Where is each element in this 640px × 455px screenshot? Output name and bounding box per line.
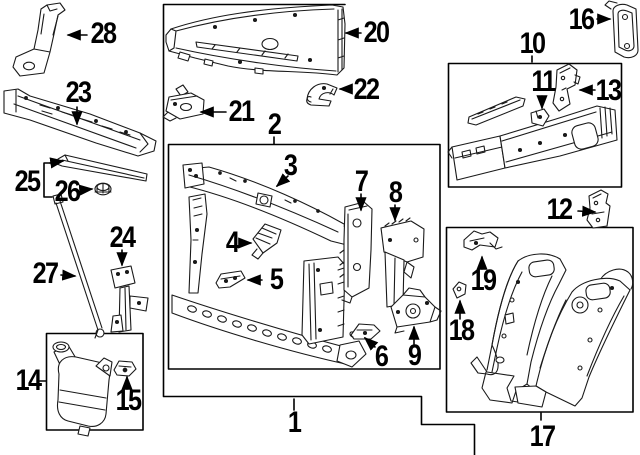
- assembly-box-14-outline: [45, 332, 144, 431]
- callout-3-label[interactable]: 3: [283, 149, 298, 182]
- callout-leaders: [39, 55, 542, 421]
- part-17-pillar-right-sketch: [514, 268, 634, 408]
- part-11-sketch: [530, 108, 550, 127]
- assembly-box-1-outline: [162, 3, 476, 455]
- callout-8-label[interactable]: 8: [388, 176, 403, 209]
- callout-4-label[interactable]: 4: [225, 226, 240, 259]
- part-13-sketch: [552, 63, 581, 112]
- callout-25-label[interactable]: 25: [14, 165, 41, 198]
- part-24-sketch: [110, 265, 149, 333]
- callout-6-arrow: [363, 336, 379, 351]
- part-28-sketch: [12, 2, 66, 77]
- callout-7-label[interactable]: 7: [354, 165, 369, 198]
- callout-17-label[interactable]: 17: [529, 420, 556, 453]
- callout-19-label[interactable]: 19: [470, 264, 497, 297]
- callout-20-label[interactable]: 20: [363, 16, 390, 49]
- part-5-sketch: [215, 270, 246, 289]
- part-12-sketch: [586, 189, 611, 229]
- callout-6-label[interactable]: 6: [374, 340, 389, 373]
- part-2-frame-sketch: [171, 193, 367, 368]
- part-15-sketch: [113, 360, 137, 377]
- part-3-sketch: [182, 162, 357, 246]
- part-17-pillar-left-sketch: [470, 253, 567, 405]
- part-27-sketch: [52, 193, 105, 339]
- callout-25-arrow: [49, 157, 65, 169]
- callout-28-label[interactable]: 28: [90, 17, 117, 50]
- callout-10-label[interactable]: 10: [519, 27, 546, 60]
- callout-1-label[interactable]: 1: [287, 406, 302, 439]
- part-18-sketch: [452, 281, 467, 299]
- part-22-sketch: [306, 83, 338, 107]
- assembly-box-2-outline: [167, 143, 441, 370]
- callout-25-bracket: [43, 162, 53, 198]
- callout-13-label[interactable]: 13: [595, 74, 622, 107]
- callout-24-label[interactable]: 24: [109, 221, 136, 254]
- callout-27-arrow: [60, 269, 77, 281]
- part-8-sketch: [380, 217, 425, 308]
- callout-26-arrow: [78, 184, 94, 196]
- callout-5-label[interactable]: 5: [269, 263, 284, 296]
- callout-26-label[interactable]: 26: [54, 175, 81, 208]
- callout-2-label[interactable]: 2: [267, 108, 282, 141]
- part-7-sketch: [339, 201, 373, 304]
- assembly-box-17-outline: [445, 226, 634, 413]
- callout-arrows: [49, 13, 612, 390]
- callout-23-label[interactable]: 23: [65, 76, 92, 109]
- part-21-sketch: [162, 84, 205, 122]
- part-16-sketch: [604, 0, 639, 59]
- callout-11-label[interactable]: 11: [531, 65, 556, 98]
- callout-12-arrow: [577, 205, 597, 217]
- part-4-sketch: [251, 223, 282, 260]
- part-10-rail-sketch: [447, 96, 618, 181]
- callout-27-label[interactable]: 27: [32, 257, 59, 290]
- part-26-sketch: [94, 182, 112, 196]
- part-19-sketch: [463, 230, 503, 251]
- callout-14-label[interactable]: 14: [15, 364, 42, 397]
- assembly-box-10-outline: [447, 62, 623, 188]
- part-6-sketch: [349, 323, 381, 340]
- callout-18-label[interactable]: 18: [448, 314, 475, 347]
- callout-22-label[interactable]: 22: [353, 73, 380, 106]
- callout-21-label[interactable]: 21: [228, 95, 255, 128]
- callout-15-label[interactable]: 15: [115, 384, 142, 417]
- part-9-sketch: [390, 287, 442, 334]
- callout-16-label[interactable]: 16: [568, 3, 595, 36]
- callout-9-label[interactable]: 9: [407, 339, 422, 372]
- callout-3-arrow: [275, 173, 291, 188]
- part-20-sketch: [165, 4, 346, 76]
- part-14-sketch: [52, 341, 113, 437]
- callout-12-label[interactable]: 12: [546, 193, 573, 226]
